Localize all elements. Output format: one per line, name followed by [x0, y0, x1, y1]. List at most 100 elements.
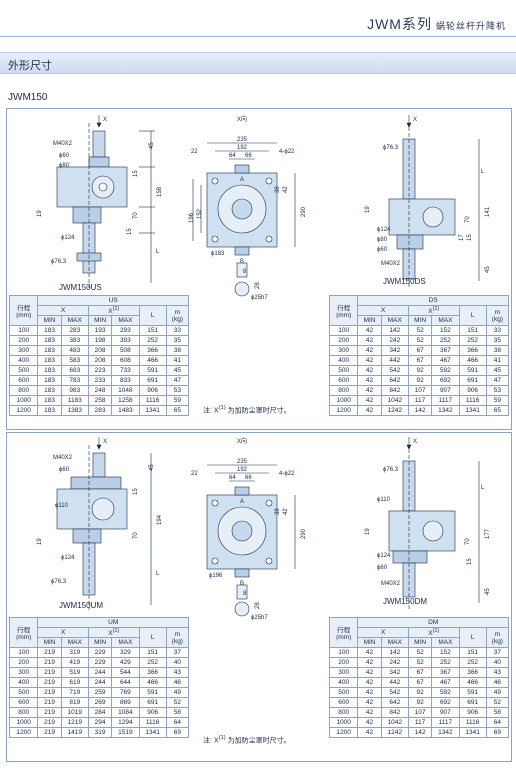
label-d124: ϕ124	[61, 235, 75, 241]
table-cell: 467	[431, 677, 460, 689]
table-cell: 69	[165, 727, 190, 739]
table-cell: 52	[407, 325, 433, 337]
table-cell: 483	[60, 345, 89, 357]
th-x: X	[37, 304, 89, 317]
table-cell: 293	[111, 325, 140, 337]
table-cell: 33	[165, 325, 190, 337]
label-d196: ϕ196	[209, 573, 223, 579]
table-cell: 1042	[380, 717, 409, 729]
label-d110: ϕ110	[55, 503, 69, 509]
label-d80: ϕ80	[377, 237, 388, 243]
table-cell: 400	[8, 355, 39, 367]
table-cell: 200	[328, 335, 359, 347]
table-cell: 691	[458, 375, 487, 387]
label-h19: 19	[37, 538, 43, 545]
table-cell: 43	[165, 667, 190, 679]
label-38: 38	[275, 186, 281, 193]
table-cell: 67	[407, 667, 433, 679]
label-h45: 45	[149, 464, 155, 471]
table-cell: 219	[37, 727, 62, 739]
table-cell: 907	[431, 707, 460, 719]
table-cell: 65	[165, 405, 190, 417]
table-cell: 252	[458, 335, 487, 347]
th-l: L	[458, 626, 487, 649]
label-l: L	[481, 485, 485, 491]
th-m: m(kg)	[485, 304, 510, 327]
th-m: m(kg)	[485, 626, 510, 649]
drawing-jwm150um: X M40X2 ϕ60 ϕ110 ϕ124 ϕ76.3 45 15 194 70…	[37, 437, 163, 610]
table-cell: 591	[138, 687, 167, 699]
th-l: L	[138, 304, 167, 327]
table-cell: 152	[431, 647, 460, 659]
drawing-jwm150us: X M40X2 ϕ60 ϕ80 ϕ124 ϕ76.3 45 15 158 70 …	[37, 115, 163, 288]
label-42: 42	[283, 508, 289, 515]
table-cell: 300	[328, 667, 359, 679]
table-cell: 100	[8, 325, 39, 337]
th-max: MAX	[111, 637, 140, 649]
table-cell: 342	[380, 345, 409, 357]
table-cell: 692	[431, 697, 460, 709]
table-cell: 45	[485, 365, 510, 377]
table-cell: 800	[8, 707, 39, 719]
note-1: 注: X(1) 为加防尘罩时尺寸。	[203, 405, 291, 415]
table-cell: 183	[37, 355, 62, 367]
table-cell: 40	[165, 657, 190, 669]
note-text: 注: X	[203, 407, 219, 415]
table-cell: 69	[485, 727, 510, 739]
th-min: MIN	[357, 637, 382, 649]
table-cell: 37	[485, 647, 510, 659]
table-cell: 151	[138, 325, 167, 337]
table-cell: 591	[458, 365, 487, 377]
input-shaft-circle	[422, 206, 444, 228]
table-cell: 800	[328, 385, 359, 397]
table-cell: 906	[458, 707, 487, 719]
table-cell: 1341	[138, 405, 167, 417]
table-cell: 58	[165, 707, 190, 719]
table-cell: 53	[485, 385, 510, 397]
table-cell: 1419	[60, 727, 89, 739]
table-cell: 642	[380, 375, 409, 387]
table-cell: 58	[485, 707, 510, 719]
table-cell: 400	[328, 677, 359, 689]
th-max: MAX	[431, 315, 460, 327]
th-max: MAX	[380, 315, 409, 327]
bottom-flange	[396, 234, 424, 250]
table-cell: 367	[431, 345, 460, 357]
top-cap	[88, 156, 110, 168]
th-stroke-text: 行程	[337, 305, 351, 313]
th-max: MAX	[431, 637, 460, 649]
table-cell: 342	[380, 667, 409, 679]
table-cell: 466	[138, 677, 167, 689]
table-cell: 42	[357, 657, 382, 669]
table-cell: 869	[111, 697, 140, 709]
note-sup: (1)	[218, 405, 226, 411]
table-cell: 366	[138, 345, 167, 357]
th-m-text: m	[494, 308, 501, 316]
table-cell: 284	[87, 707, 113, 719]
table-cell: 42	[357, 335, 382, 347]
th-x1-text: X	[428, 308, 433, 316]
label-m40x2: M40X2	[381, 581, 401, 587]
th-min: MIN	[407, 637, 433, 649]
table-cell: 43	[485, 667, 510, 679]
label-h70: 70	[133, 532, 139, 539]
table-cell: 252	[431, 335, 460, 347]
table-cell: 1341	[138, 727, 167, 739]
label-d76: ϕ76.3	[383, 467, 399, 473]
label-196: 196	[189, 212, 195, 223]
label-38: 38	[275, 508, 281, 515]
table-cell: 1116	[138, 717, 167, 729]
table-cell: 208	[87, 345, 113, 357]
table-cell: 259	[87, 687, 113, 699]
